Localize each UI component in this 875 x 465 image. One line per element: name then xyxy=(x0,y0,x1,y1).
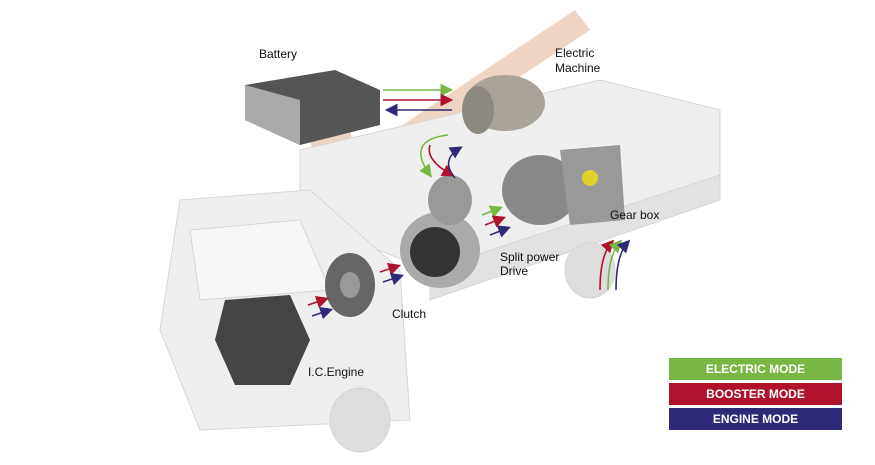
clutch-image xyxy=(325,253,375,317)
battery-label: Battery xyxy=(259,47,298,61)
battery-image xyxy=(245,70,380,145)
electric-machine-image xyxy=(462,75,545,134)
truck-body xyxy=(159,79,721,453)
gear-box-label: Gear box xyxy=(610,208,660,222)
power-flow-arrows xyxy=(307,83,631,320)
electric-machine-label-line2: Machine xyxy=(555,61,601,75)
legend-booster-mode: BOOSTER MODE xyxy=(669,383,842,405)
split-power-drive-image xyxy=(400,175,480,288)
split-power-label-line2: Drive xyxy=(500,264,529,278)
legend-electric-mode: ELECTRIC MODE xyxy=(669,358,842,380)
clutch-label: Clutch xyxy=(392,307,427,321)
legend-engine-mode: ENGINE MODE xyxy=(669,408,842,430)
ic-engine-label: I.C.Engine xyxy=(308,365,365,379)
engine-image xyxy=(215,295,310,385)
gearbox-image xyxy=(502,145,625,225)
electric-machine-label-line1: Electric xyxy=(555,46,595,60)
split-power-label-line1: Split power xyxy=(500,250,560,264)
